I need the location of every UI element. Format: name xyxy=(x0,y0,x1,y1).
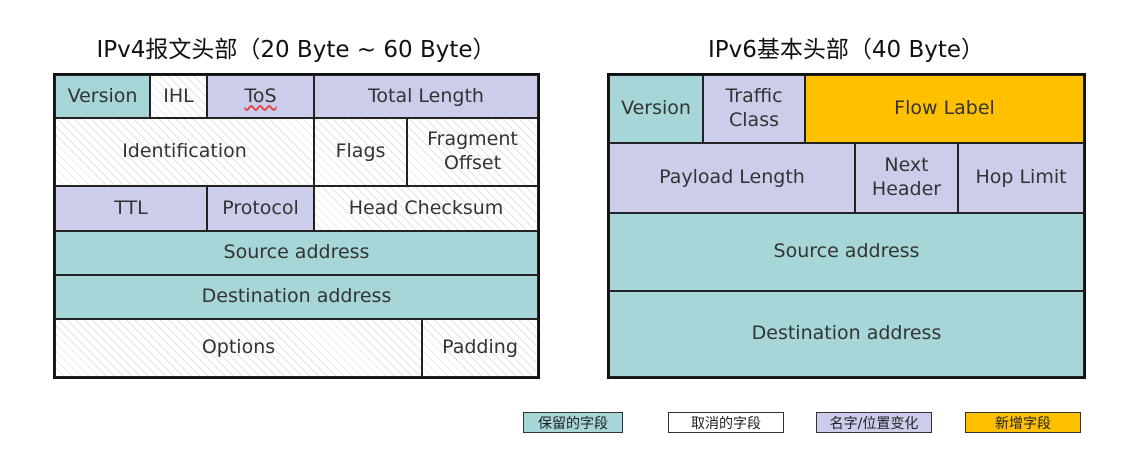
ipv4-flags-field: Flags xyxy=(314,118,407,186)
ipv4-padding-field: Padding xyxy=(422,319,538,377)
ipv6-header-table: Version Traffic Class Flow Label Payload… xyxy=(607,73,1086,379)
ipv4-version-field: Version xyxy=(55,75,150,118)
ipv4-destination-address-field: Destination address xyxy=(55,275,538,319)
ipv4-tos-field: ToS xyxy=(207,75,314,118)
legend-removed-fields: 取消的字段 xyxy=(668,412,784,433)
ipv6-payload-length-field: Payload Length xyxy=(609,143,855,213)
ipv6-next-header-field: Next Header xyxy=(855,143,958,213)
ipv4-fragment-offset-field: Fragment Offset xyxy=(407,118,538,186)
ipv6-destination-address-field: Destination address xyxy=(609,291,1084,377)
ipv4-tos-label: ToS xyxy=(244,84,277,107)
ipv4-identification-field: Identification xyxy=(55,118,314,186)
ipv4-head-checksum-field: Head Checksum xyxy=(314,186,538,231)
ipv6-flow-label-field: Flow Label xyxy=(805,75,1084,143)
legend-changed-fields: 名字/位置变化 xyxy=(816,412,932,433)
ipv6-traffic-class-field: Traffic Class xyxy=(703,75,805,143)
legend-kept-fields: 保留的字段 xyxy=(523,412,623,433)
ipv6-title: IPv6基本头部（40 Byte） xyxy=(707,37,985,63)
ipv4-header-table: Version IHL ToS Total Length Identificat… xyxy=(53,73,540,379)
ipv4-ttl-field: TTL xyxy=(55,186,207,231)
ipv4-options-field: Options xyxy=(55,319,422,377)
ipv4-protocol-field: Protocol xyxy=(207,186,314,231)
ipv6-hop-limit-field: Hop Limit xyxy=(958,143,1084,213)
legend-added-fields: 新增字段 xyxy=(965,412,1081,433)
ipv6-source-address-field: Source address xyxy=(609,213,1084,291)
ipv4-ihl-field: IHL xyxy=(150,75,207,118)
ipv4-title: IPv4报文头部（20 Byte ~ 60 Byte） xyxy=(96,37,496,63)
ipv4-source-address-field: Source address xyxy=(55,231,538,275)
ipv6-version-field: Version xyxy=(609,75,703,143)
ipv4-total-length-field: Total Length xyxy=(314,75,538,118)
